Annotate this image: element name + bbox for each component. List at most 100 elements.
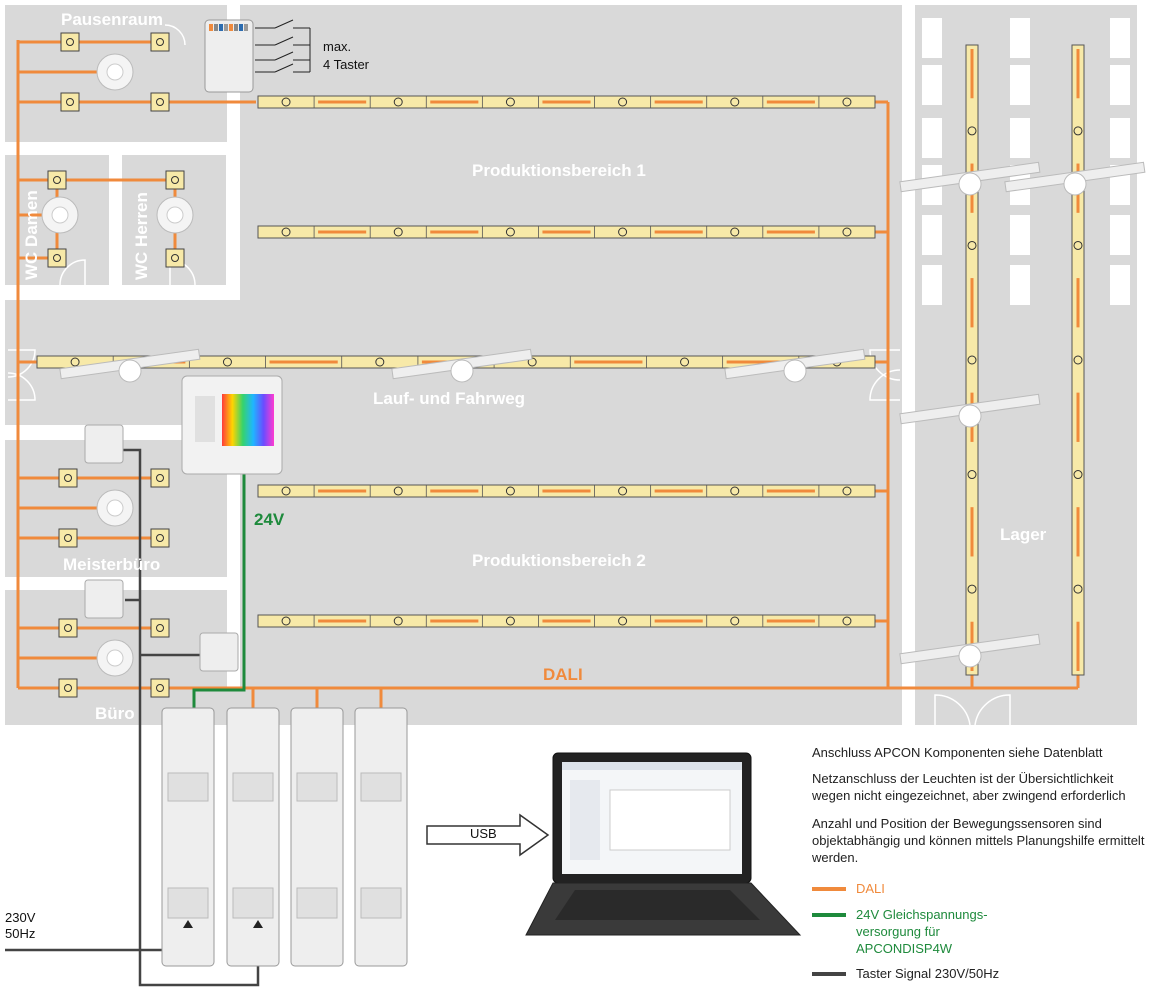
single-luminaire <box>150 678 170 698</box>
sensor-lens <box>106 499 124 517</box>
lamp-symbol <box>967 126 977 136</box>
terminal-pin <box>229 24 233 31</box>
dali-bus-label: DALI <box>543 665 583 684</box>
lamp-symbol <box>70 357 80 367</box>
wall-push-button <box>199 632 239 672</box>
single-luminaire <box>47 170 67 190</box>
lamp-symbol <box>1073 240 1083 250</box>
lamp-symbol <box>156 38 164 46</box>
shelf <box>1110 18 1130 58</box>
door-swing <box>7 349 36 378</box>
sensor-lens <box>51 206 69 224</box>
door-swing <box>869 369 901 401</box>
legend-24v-text: 24V Gleichspannungs- versorgung für APCO… <box>856 907 988 956</box>
terminal-pin <box>219 24 223 31</box>
room-lager <box>915 5 1137 725</box>
module-terminals-top <box>360 772 402 802</box>
dali-through-wire <box>542 619 591 623</box>
room-label-meisterbuero: Meisterbüro <box>63 555 161 574</box>
dali-through-wire <box>766 619 815 623</box>
dali-through-wire <box>1076 392 1080 442</box>
terminal-pin <box>234 24 238 31</box>
lamp-symbol <box>1073 126 1083 136</box>
legend-dali-text: DALI <box>856 881 885 896</box>
lamp-symbol <box>680 357 690 367</box>
lamp-symbol <box>730 97 740 107</box>
usb-label: USB <box>470 826 497 841</box>
single-luminaire <box>150 468 170 488</box>
motion-sensors <box>41 53 1146 677</box>
lamp-symbol <box>967 584 977 594</box>
laptop-keyboard <box>555 890 760 920</box>
single-luminaire <box>58 618 78 638</box>
highbay-sensor-head <box>958 404 982 428</box>
taster-switch <box>274 51 294 61</box>
shelf <box>1110 265 1130 305</box>
shelf <box>1010 18 1030 58</box>
lamp-symbol <box>66 38 74 46</box>
taster-switch <box>274 36 294 46</box>
note-netzanschluss: Netzanschluss der Leuchten ist der Übers… <box>812 771 1126 803</box>
mains-label: 230V 50Hz <box>5 910 36 941</box>
note-datenblatt: Anschluss APCON Komponenten siehe Datenb… <box>812 745 1103 760</box>
lamp-symbol <box>618 486 628 496</box>
module-terminals-bottom <box>167 887 209 919</box>
module-terminals-bottom <box>360 887 402 919</box>
dali-through-wire <box>430 489 479 493</box>
shelf <box>1110 215 1130 255</box>
lamp-symbol <box>842 97 852 107</box>
door-swing <box>974 694 1011 726</box>
screen-sidebar <box>570 780 600 860</box>
shelf <box>1110 118 1130 158</box>
room-label-produktion-2: Produktionsbereich 2 <box>472 551 646 570</box>
lamp-symbol <box>156 474 164 482</box>
shelf <box>922 18 942 58</box>
lamp-symbol <box>618 616 628 626</box>
legend-taster-swatch <box>812 972 846 976</box>
dali-through-wire <box>654 489 703 493</box>
shelf <box>922 215 942 255</box>
dali-through-wire <box>766 489 815 493</box>
lamp-symbol <box>967 470 977 480</box>
single-luminaire <box>150 32 170 52</box>
lamp-symbol <box>281 486 291 496</box>
lamp-symbol <box>618 227 628 237</box>
lamp-symbol <box>505 227 515 237</box>
single-luminaire <box>150 92 170 112</box>
single-luminaire <box>165 170 185 190</box>
room-label-wc-herren: WC Herren <box>132 192 151 280</box>
din-rail-module <box>354 707 408 967</box>
highbay-sensor-head <box>1063 172 1087 196</box>
dali-through-wire <box>269 360 338 364</box>
room-label-lager: Lager <box>1000 525 1047 544</box>
lamp-symbol <box>1073 470 1083 480</box>
door-swing <box>7 372 36 401</box>
single-luminaire <box>47 248 67 268</box>
luminaires <box>36 32 1085 698</box>
screen-content <box>609 789 731 851</box>
legend-24v-swatch <box>812 913 846 917</box>
lamp-symbol <box>842 227 852 237</box>
highbay-sensor-head <box>783 359 807 383</box>
lamp-symbol <box>375 357 385 367</box>
dali-through-wire <box>1076 49 1080 99</box>
sensor-lens <box>106 63 124 81</box>
dali-through-wire <box>726 360 795 364</box>
luminaire-col-lager-left <box>965 44 979 676</box>
lamp-symbol <box>730 616 740 626</box>
dali-through-wire <box>542 489 591 493</box>
single-luminaire <box>60 32 80 52</box>
usb-arrow <box>426 813 550 857</box>
dali-through-wire <box>970 507 974 557</box>
legend-taster-text: Taster Signal 230V/50Hz <box>856 966 1000 981</box>
highbay-sensor-head <box>958 172 982 196</box>
luminaire-col-lager-right <box>1071 44 1085 676</box>
shelf <box>1010 118 1030 158</box>
legend-24v: 24V Gleichspannungs- versorgung für APCO… <box>812 906 1112 960</box>
shelf <box>1110 65 1130 105</box>
taster-meister <box>120 448 260 987</box>
shelf <box>1010 265 1030 305</box>
lamp-symbol <box>156 624 164 632</box>
lamp-symbol <box>842 486 852 496</box>
dali-through-wire <box>654 619 703 623</box>
